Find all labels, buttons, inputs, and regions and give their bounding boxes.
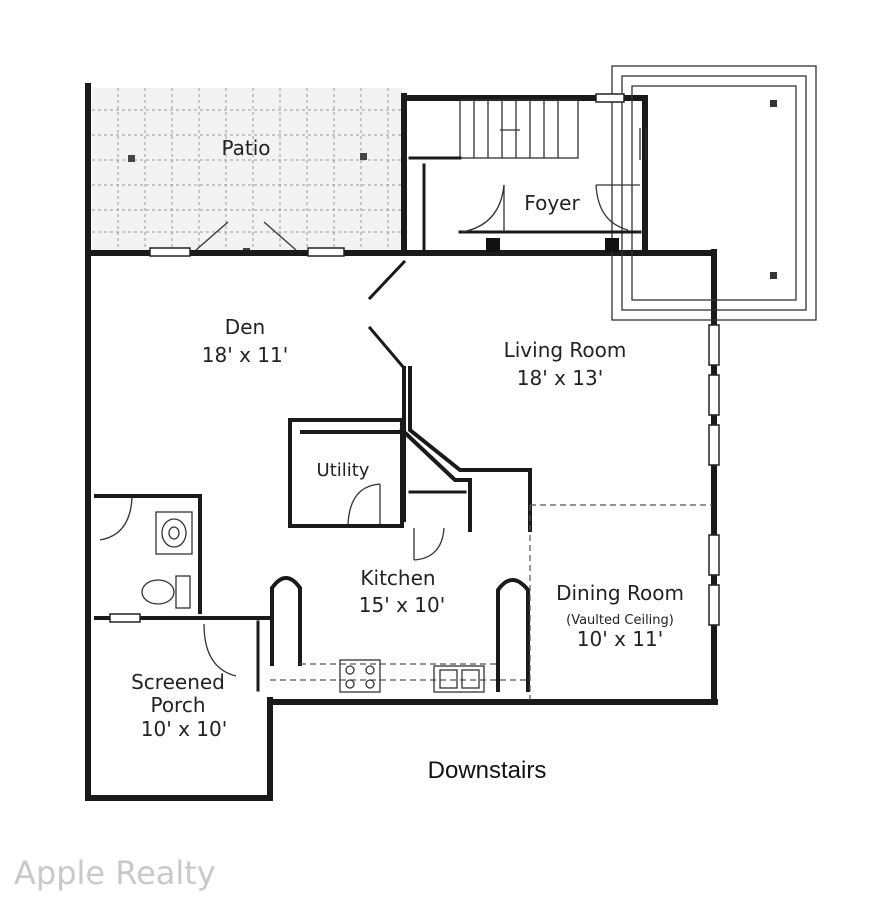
den-size: 18' x 11' [202,343,288,367]
utility-label: Utility [317,460,370,481]
windows [109,93,720,626]
floor-caption: Downstairs [428,757,547,784]
dining-room-note: (Vaulted Ceiling) [566,613,674,628]
exterior-walls [85,83,718,801]
screened-porch-size: 10' x 10' [141,717,227,741]
screened-porch-label-line2: Porch [150,693,205,717]
foyer-area [422,128,647,252]
dining-room-label: Dining Room [556,581,684,605]
realty-watermark: Apple Realty [14,854,216,892]
patio-area [92,88,404,255]
kitchen-label: Kitchen [360,566,435,590]
dining-room-size: 10' x 11' [577,627,663,651]
living-room-label: Living Room [504,338,627,362]
kitchen-size: 15' x 10' [359,593,445,617]
staircase [408,99,579,160]
front-deck [611,65,817,321]
patio-label: Patio [221,136,270,160]
foyer-label: Foyer [524,191,580,215]
interior-walls [94,259,712,700]
living-room-size: 18' x 13' [517,366,603,390]
den-label: Den [225,315,265,339]
screened-porch-label-line1: Screened [131,670,225,694]
